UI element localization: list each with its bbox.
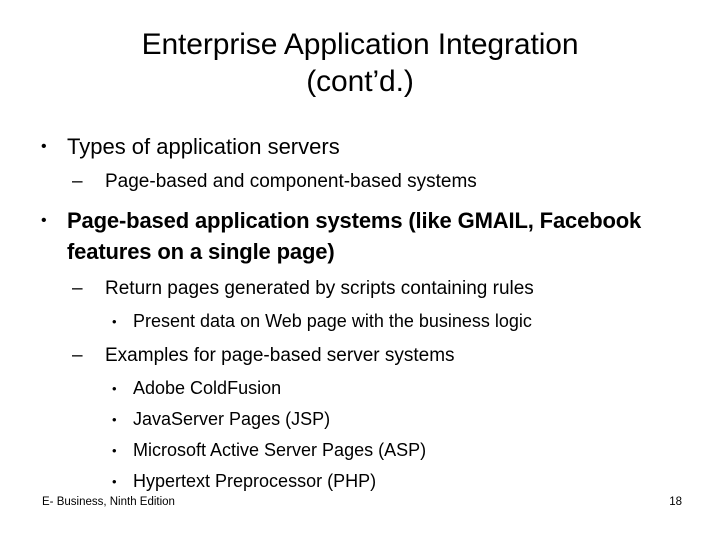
bullet-text: Examples for page-based server systems bbox=[105, 345, 455, 366]
bullet-text: JavaServer Pages (JSP) bbox=[133, 409, 331, 429]
bullet-item-level2: – Page-based and component-based systems bbox=[0, 168, 720, 196]
slide-footer: E- Business, Ninth Edition 18 bbox=[0, 494, 720, 514]
slide-title-line-1: Enterprise Application Integration bbox=[141, 28, 579, 61]
slide-title: Enterprise Application Integration (cont… bbox=[40, 26, 680, 100]
slide-body: • Types of application servers – Page-ba… bbox=[0, 132, 720, 499]
slide-page-number: 18 bbox=[669, 496, 682, 508]
bullet-text: Page-based application systems (like GMA… bbox=[67, 208, 642, 264]
bullet-item-level3: • Hypertext Preprocessor (PHP) bbox=[0, 468, 720, 495]
bullet-item-level3: • JavaServer Pages (JSP) bbox=[0, 406, 720, 433]
bullet-marker-icon: • bbox=[112, 314, 117, 329]
bullet-marker-icon: • bbox=[41, 212, 47, 229]
bullet-text: Return pages generated by scripts contai… bbox=[105, 278, 534, 299]
bullet-item-level1-bold: • Page-based application systems (like G… bbox=[0, 205, 720, 267]
bullet-marker-icon: • bbox=[41, 138, 47, 155]
bullet-item-level1: • Types of application servers bbox=[0, 132, 720, 162]
bullet-marker-icon: • bbox=[112, 474, 117, 489]
bullet-marker-icon: • bbox=[112, 412, 117, 427]
bullet-item-level3: • Microsoft Active Server Pages (ASP) bbox=[0, 437, 720, 464]
bullet-text: Present data on Web page with the busine… bbox=[133, 311, 532, 331]
bullet-item-level3: • Adobe ColdFusion bbox=[0, 375, 720, 402]
dash-marker-icon: – bbox=[72, 345, 83, 366]
bullet-item-level3: • Present data on Web page with the busi… bbox=[0, 308, 720, 335]
slide-title-line-2: (cont’d.) bbox=[306, 65, 414, 98]
bullet-item-level2: – Examples for page-based server systems bbox=[0, 342, 720, 370]
bullet-text: Types of application servers bbox=[67, 134, 340, 159]
bullet-marker-icon: • bbox=[112, 381, 117, 396]
bullet-text: Hypertext Preprocessor (PHP) bbox=[133, 471, 377, 491]
bullet-marker-icon: • bbox=[112, 443, 117, 458]
footer-source-label: E- Business, Ninth Edition bbox=[42, 496, 175, 508]
bullet-text: Microsoft Active Server Pages (ASP) bbox=[133, 440, 427, 460]
dash-marker-icon: – bbox=[72, 278, 83, 299]
bullet-text: Page-based and component-based systems bbox=[105, 171, 477, 192]
dash-marker-icon: – bbox=[72, 171, 83, 192]
bullet-text: Adobe ColdFusion bbox=[133, 378, 282, 398]
bullet-item-level2: – Return pages generated by scripts cont… bbox=[0, 275, 720, 303]
